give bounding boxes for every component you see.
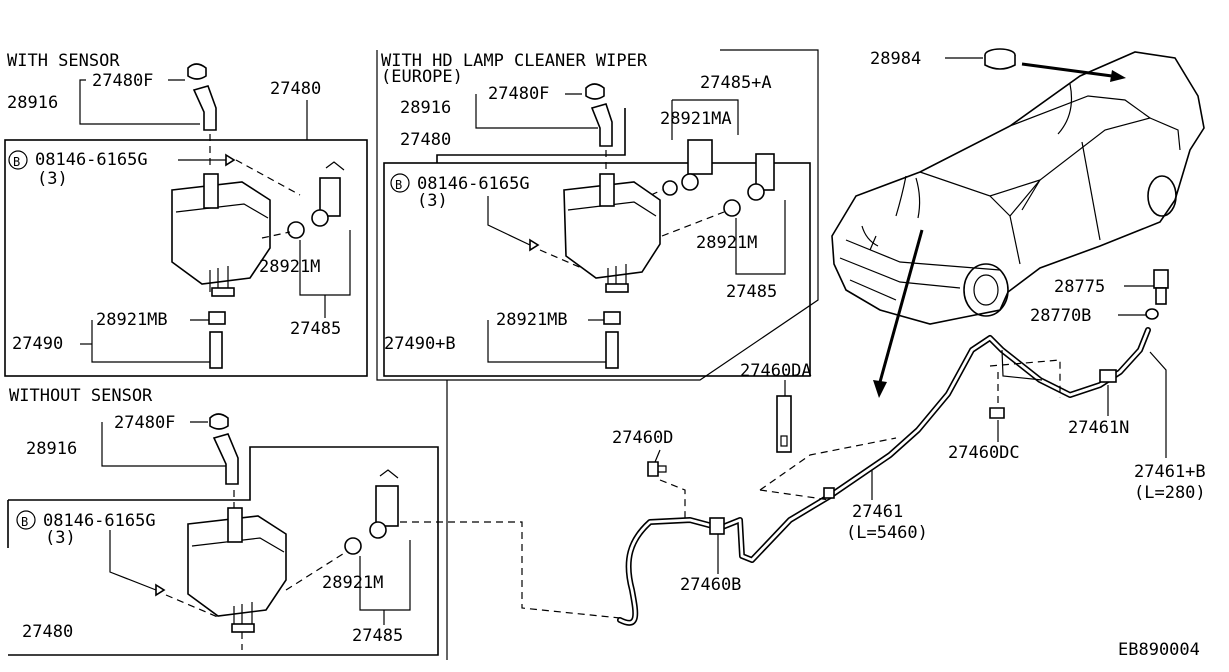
bolt-marker-icon xyxy=(390,173,410,193)
label-28921M: 28921M xyxy=(696,233,757,253)
diagram-code: EB890004 xyxy=(1118,640,1200,660)
filler-cap-icon xyxy=(209,413,229,430)
label-27461B: 27461+B xyxy=(1134,462,1206,482)
label-27485: 27485 xyxy=(726,282,777,302)
section-hd-lamp-europe: (EUROPE) xyxy=(381,67,463,87)
section-hd-lamp: WITH HD LAMP CLEANER WIPER xyxy=(381,51,648,71)
svg-text:B: B xyxy=(13,155,20,169)
label-27485A: 27485+A xyxy=(700,73,772,93)
label-28921MA: 28921MA xyxy=(660,109,732,129)
label-27461N: 27461N xyxy=(1068,418,1129,438)
washer-pump-icon xyxy=(319,177,341,217)
clip-27460DC-icon xyxy=(989,407,1005,419)
bolt-icon xyxy=(155,583,166,597)
label-28921MB: 28921MB xyxy=(496,310,568,330)
hd-lamp-parts: 27480F 28916 27485+A 28921MA 27480 B 081… xyxy=(384,73,786,369)
label-27460DC: 27460DC xyxy=(948,443,1020,463)
arrow-icon xyxy=(1110,70,1126,82)
car-body-outline xyxy=(831,51,1205,325)
label-bolt-qty: (3) xyxy=(417,191,448,211)
label-27485: 27485 xyxy=(352,626,403,646)
bolt-icon xyxy=(225,153,236,167)
label-27461B-length: (L=280) xyxy=(1134,483,1206,503)
grommet-icon xyxy=(344,537,362,555)
label-28775: 28775 xyxy=(1054,277,1105,297)
label-28984: 28984 xyxy=(870,49,921,69)
washer-pump-icon xyxy=(755,153,775,191)
label-28921M: 28921M xyxy=(322,573,383,593)
label-27480: 27480 xyxy=(400,130,451,150)
washer-tank-icon xyxy=(563,181,661,279)
clips xyxy=(647,380,1005,520)
filler-cap-icon xyxy=(585,83,605,100)
label-27490: 27490 xyxy=(12,334,63,354)
washer-nozzle-icon xyxy=(1153,269,1169,289)
label-27485: 27485 xyxy=(290,319,341,339)
washer-tank-icon xyxy=(187,515,287,617)
without-sensor-parts: 27480F 28916 B 08146-6165G (3) 28921M 27… xyxy=(16,413,621,650)
frame-hd-lamp xyxy=(376,49,819,381)
grommet-icon xyxy=(287,221,305,239)
label-28921MB: 28921MB xyxy=(96,310,168,330)
label-27490B: 27490+B xyxy=(384,334,456,354)
hd-pump-icon xyxy=(687,139,713,175)
car-illustration: 28984 xyxy=(831,48,1205,398)
check-valve-icon xyxy=(1145,308,1159,320)
car-roof-line xyxy=(1009,95,1152,217)
svg-text:B: B xyxy=(395,178,402,192)
label-27480: 27480 xyxy=(270,79,321,99)
frame-with-sensor xyxy=(4,139,368,377)
label-bolt: 08146-6165G xyxy=(43,511,156,531)
label-bolt-qty: (3) xyxy=(45,528,76,548)
hose-joint-icon xyxy=(709,517,725,535)
bolt-marker-icon xyxy=(16,510,36,530)
rear-wheel-icon xyxy=(1147,175,1177,217)
label-bolt: 08146-6165G xyxy=(35,150,148,170)
label-28916: 28916 xyxy=(7,93,58,113)
label-27460B: 27460B xyxy=(680,575,741,595)
label-28916: 28916 xyxy=(26,439,77,459)
label-bolt-qty: (3) xyxy=(37,169,68,189)
inlet-tube-icon xyxy=(605,331,619,369)
filler-neck-icon xyxy=(192,85,217,131)
washer-tank-icon xyxy=(171,181,271,285)
svg-text:B: B xyxy=(21,515,28,529)
filler-cap-icon xyxy=(187,63,207,80)
hose-clip-icon xyxy=(1099,369,1117,383)
label-28770B: 28770B xyxy=(1030,306,1091,326)
label-27460D: 27460D xyxy=(612,428,673,448)
frame-without-sensor xyxy=(7,380,448,660)
label-27480: 27480 xyxy=(22,622,73,642)
label-27461-length: (L=5460) xyxy=(846,523,928,543)
washer-pump-icon xyxy=(375,485,399,527)
filler-neck-icon xyxy=(212,433,239,485)
washer-hose xyxy=(617,269,1169,626)
label-28921M: 28921M xyxy=(259,257,320,277)
label-28916: 28916 xyxy=(400,98,451,118)
arrow-down-icon xyxy=(873,380,887,398)
label-27480F: 27480F xyxy=(92,71,153,91)
label-27460DA: 27460DA xyxy=(740,361,812,381)
filler-neck-icon xyxy=(590,103,613,147)
label-bolt: 08146-6165G xyxy=(417,174,530,194)
label-27461: 27461 xyxy=(852,502,903,522)
section-with-sensor: WITH SENSOR xyxy=(7,51,120,71)
grommet-icon xyxy=(723,199,741,217)
clip-27460D-icon xyxy=(647,461,659,477)
bolt-icon xyxy=(529,238,540,252)
label-27480F: 27480F xyxy=(114,413,175,433)
with-sensor-parts: 27480F 28916 27480 B 08146-6165G (3) 289… xyxy=(7,63,351,369)
inlet-tube-icon xyxy=(209,331,223,369)
section-without-sensor: WITHOUT SENSOR xyxy=(9,386,153,406)
clip-27460DA-icon xyxy=(776,395,792,453)
front-wheel-icon xyxy=(963,263,1009,317)
label-27480F: 27480F xyxy=(488,84,549,104)
bolt-marker-icon xyxy=(8,150,28,170)
